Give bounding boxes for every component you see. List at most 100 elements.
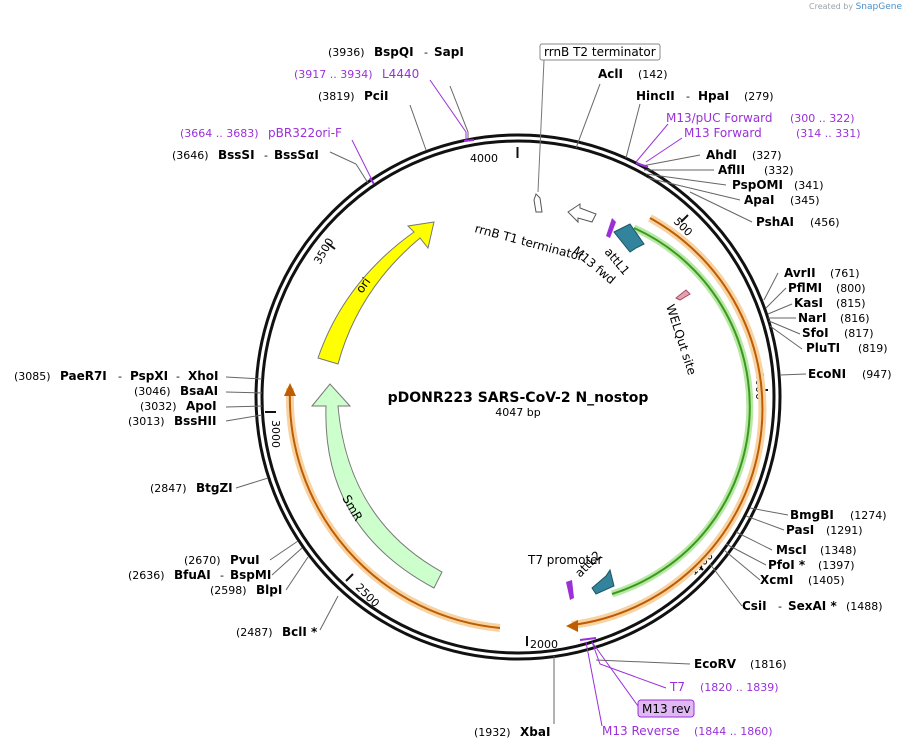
site-bsaai[interactable]: (3046) BsaAI [134, 384, 218, 398]
site-econi[interactable]: EcoNI (947) [808, 367, 892, 381]
svg-text:AclI: AclI [598, 67, 623, 81]
svg-text:(1844 .. 1860): (1844 .. 1860) [694, 725, 773, 738]
m13-fwd-feature[interactable] [606, 218, 616, 238]
svg-text:(3664 .. 3683): (3664 .. 3683) [180, 127, 259, 140]
svg-text:(142): (142) [638, 68, 668, 81]
svg-text:SexAI *: SexAI * [788, 599, 837, 613]
site-acli[interactable]: AclI (142) [598, 67, 668, 81]
svg-text:XbaI: XbaI [520, 725, 550, 739]
primer-m13-puc-forward[interactable]: M13/pUC Forward (300 .. 322) [666, 111, 855, 125]
svg-text:BspQI: BspQI [374, 45, 414, 59]
svg-text:(345): (345) [790, 194, 820, 207]
primer-pbr322ori-f[interactable]: (3664 .. 3683) pBR322ori-F [180, 126, 342, 140]
svg-text:HincII: HincII [636, 89, 675, 103]
t7-promoter-label: T7 promoter [527, 553, 603, 567]
svg-text:M13 Reverse: M13 Reverse [602, 724, 680, 738]
site-bmgbi[interactable]: BmgBI (1274) [790, 508, 887, 522]
svg-text:BclI *: BclI * [282, 625, 318, 639]
svg-text:SapI: SapI [434, 45, 464, 59]
svg-text:PshAI: PshAI [756, 215, 794, 229]
site-paer7i[interactable]: (3085) PaeR7I - PspXI - XhoI [14, 369, 219, 383]
site-pfoi[interactable]: PfoI * (1397) [768, 558, 855, 572]
site-pcii[interactable]: (3819) PciI [318, 89, 389, 103]
site-nari[interactable]: NarI (816) [798, 311, 870, 325]
site-hincii[interactable]: HincII - HpaI (279) [636, 89, 774, 103]
site-ecorv[interactable]: EcoRV (1816) [694, 657, 787, 671]
svg-text:(1274): (1274) [850, 509, 887, 522]
primer-l4440[interactable]: (3917 .. 3934) L4440 [294, 67, 419, 81]
primer-m13-reverse[interactable]: M13 Reverse (1844 .. 1860) [602, 724, 773, 738]
site-bsssi[interactable]: (3646) BssSI - BssSαI [172, 148, 319, 162]
site-pshai[interactable]: PshAI (456) [756, 215, 840, 229]
svg-text:PspOMI: PspOMI [732, 178, 783, 192]
rrnb-t1-terminator-label: rrnB T1 terminator [473, 221, 585, 263]
site-apoi[interactable]: (3032) ApoI [140, 399, 217, 413]
svg-text:(3032): (3032) [140, 400, 177, 413]
site-csii[interactable]: CsiI - SexAI * (1488) [742, 599, 883, 613]
site-btgzi[interactable]: (2847) BtgZI [150, 481, 233, 495]
site-ahdi[interactable]: AhdI (327) [706, 148, 782, 162]
primer-m13-forward[interactable]: M13 Forward (314 .. 331) [684, 126, 861, 140]
svg-text:-: - [686, 90, 690, 103]
site-aflii[interactable]: AflII (332) [718, 163, 794, 177]
welqut-site-label: WELQut site [663, 303, 699, 377]
svg-text:BsaAI: BsaAI [180, 384, 218, 398]
svg-text:-: - [778, 600, 782, 613]
svg-text:BmgBI: BmgBI [790, 508, 834, 522]
site-sfoi[interactable]: SfoI (817) [802, 326, 874, 340]
site-bcli[interactable]: (2487) BclI * [236, 625, 318, 639]
svg-text:SfoI: SfoI [802, 326, 829, 340]
site-avrii[interactable]: AvrII (761) [784, 266, 860, 280]
site-pspomi[interactable]: PspOMI (341) [732, 178, 824, 192]
svg-text:(279): (279) [744, 90, 774, 103]
site-bspqi[interactable]: (3936) BspQI - SapI [328, 45, 464, 59]
plasmid-name: pDONR223 SARS-CoV-2 N_nostop [388, 390, 649, 406]
smr-feature[interactable] [310, 383, 443, 589]
svg-text:AhdI: AhdI [706, 148, 737, 162]
svg-text:PspXI: PspXI [130, 369, 168, 383]
site-blpi[interactable]: (2598) BlpI [210, 583, 282, 597]
svg-text:(1932): (1932) [474, 726, 511, 739]
svg-text:ApoI: ApoI [186, 399, 217, 413]
t7-promoter-feature[interactable] [566, 580, 574, 600]
welqut-site-feature[interactable] [675, 289, 691, 301]
rrnb-t2-terminator-label: rrnB T2 terminator [544, 45, 656, 59]
svg-text:PvuI: PvuI [230, 553, 260, 567]
svg-text:(2636): (2636) [128, 569, 165, 582]
svg-text:BssSI: BssSI [218, 148, 255, 162]
orf-green-arc [611, 227, 751, 595]
svg-text:T7: T7 [669, 680, 685, 694]
site-pasi[interactable]: PasI (1291) [786, 523, 863, 537]
primer-t7[interactable]: T7 (1820 .. 1839) [669, 680, 779, 694]
primer-marks [369, 139, 649, 641]
site-bfuai[interactable]: (2636) BfuAI - BspMI [128, 568, 271, 582]
site-pluti[interactable]: PluTI (819) [806, 341, 888, 355]
site-msci[interactable]: MscI (1348) [776, 543, 857, 557]
rrnb-t2-terminator-feature[interactable] [533, 193, 543, 213]
attl2-feature[interactable] [591, 568, 615, 595]
leader-lines [225, 83, 807, 724]
attl1-feature[interactable] [613, 223, 645, 253]
rrnb-t2-leader [537, 59, 545, 193]
site-kasi[interactable]: KasI (815) [794, 296, 866, 310]
site-bsshii[interactable]: (3013) BssHII [128, 414, 216, 428]
site-pflmi[interactable]: PflMI (800) [788, 281, 866, 295]
site-apai[interactable]: ApaI (345) [744, 193, 820, 207]
rrnb-t1-terminator-feature[interactable] [567, 203, 597, 224]
svg-text:BtgZI: BtgZI [196, 481, 233, 495]
svg-text:-: - [176, 370, 180, 383]
svg-text:M13/pUC Forward: M13/pUC Forward [666, 111, 773, 125]
svg-text:M13 Forward: M13 Forward [684, 126, 762, 140]
ori-feature[interactable] [317, 221, 435, 365]
svg-text:(2598): (2598) [210, 584, 247, 597]
orf-green-halo [610, 224, 754, 598]
site-pvui[interactable]: (2670) PvuI [184, 553, 260, 567]
site-xbai[interactable]: (1932) XbaI [474, 725, 550, 739]
snapgene-logo: SnapGene [855, 2, 902, 12]
site-xcmi[interactable]: XcmI (1405) [760, 573, 845, 587]
svg-text:(314 .. 331): (314 .. 331) [796, 127, 861, 140]
primer-m13-rev[interactable]: M13 rev [637, 699, 695, 718]
tick-mark-2500 [345, 573, 354, 582]
svg-text:(800): (800) [836, 282, 866, 295]
svg-text:(456): (456) [810, 216, 840, 229]
